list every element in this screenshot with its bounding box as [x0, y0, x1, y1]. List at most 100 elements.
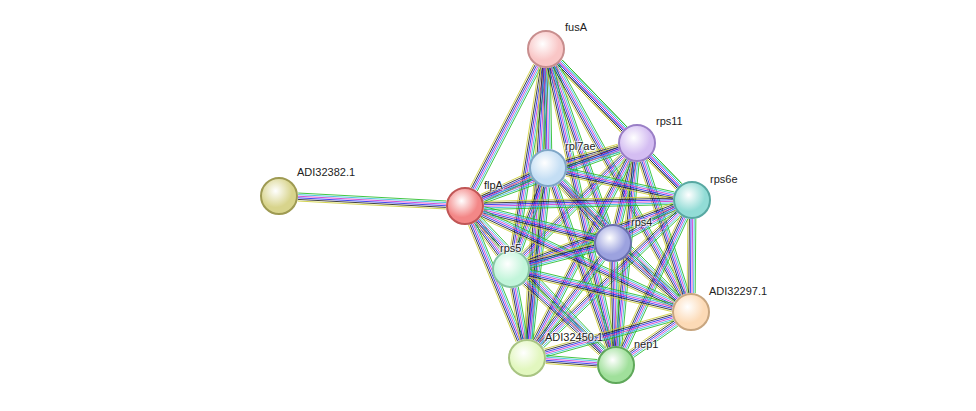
evidence-strand	[528, 206, 673, 261]
evidence-strand	[530, 273, 673, 307]
evidence-strand	[512, 288, 521, 340]
evidence-strand	[482, 147, 618, 197]
node-circle	[597, 346, 635, 384]
node-label: ADI32297.1	[709, 285, 767, 298]
evidence-strand	[690, 219, 692, 293]
node-circle	[446, 187, 484, 225]
evidence-strand	[634, 326, 678, 357]
interaction-edge	[475, 217, 606, 354]
node-label: nep1	[634, 338, 658, 351]
evidence-strand	[626, 257, 676, 301]
evidence-strand	[530, 250, 595, 267]
interaction-edge	[535, 256, 605, 345]
evidence-strand	[543, 216, 681, 348]
interaction-edge	[546, 356, 598, 368]
protein-node: fusA	[527, 30, 565, 68]
node-label: flpA	[484, 179, 503, 192]
node-label: rps5	[500, 242, 521, 255]
interaction-edge	[566, 168, 675, 200]
evidence-strand	[631, 211, 677, 236]
evidence-strand	[539, 259, 602, 344]
protein-node: ADI32450.1	[508, 339, 546, 377]
evidence-strand	[529, 245, 594, 262]
node-circle	[527, 30, 565, 68]
evidence-strand	[629, 254, 679, 298]
protein-node: rps6e	[673, 181, 711, 219]
evidence-strand	[627, 256, 677, 300]
node-label: ADI32450.1	[545, 331, 603, 344]
node-circle	[260, 177, 298, 215]
evidence-strand	[629, 320, 673, 351]
node-label: rpl7ae	[565, 140, 596, 153]
evidence-strand	[482, 175, 530, 197]
evidence-strand	[484, 180, 532, 202]
interaction-edge	[625, 253, 680, 303]
evidence-strand	[481, 172, 529, 194]
node-circle	[618, 124, 656, 162]
node-label: rps4	[631, 216, 652, 229]
evidence-strand	[538, 258, 601, 343]
evidence-strand	[695, 219, 697, 293]
evidence-strand	[567, 171, 674, 195]
evidence-strand	[536, 257, 599, 342]
evidence-strand	[528, 244, 593, 261]
evidence-strand	[632, 324, 676, 355]
interaction-edge	[528, 244, 595, 268]
node-circle	[508, 339, 546, 377]
evidence-strand	[530, 209, 675, 264]
evidence-strand	[510, 288, 519, 340]
node-label: rps11	[656, 115, 683, 128]
evidence-strand	[529, 208, 674, 263]
protein-node: rps4	[594, 224, 632, 262]
evidence-strand	[528, 279, 605, 349]
protein-node: ADI32382.1	[260, 177, 298, 215]
evidence-strand	[529, 247, 594, 264]
node-circle	[492, 250, 530, 288]
evidence-strand	[530, 270, 673, 304]
interaction-edge	[510, 287, 527, 340]
evidence-strand	[693, 219, 695, 293]
evidence-strand	[567, 170, 674, 194]
evidence-strand	[480, 218, 605, 349]
interaction-edge	[298, 193, 446, 209]
evidence-strand	[527, 280, 604, 350]
evidence-strand	[545, 315, 672, 351]
protein-node: ADI32297.1	[672, 293, 710, 331]
evidence-strand	[483, 178, 531, 200]
evidence-strand	[651, 156, 680, 186]
protein-node: rps5	[492, 250, 530, 288]
node-label: fusA	[565, 21, 587, 34]
evidence-strand	[630, 253, 680, 297]
evidence-strand	[484, 197, 673, 202]
evidence-strand	[652, 155, 681, 185]
evidence-strand	[529, 274, 672, 308]
evidence-strand	[653, 154, 682, 184]
interaction-edge	[687, 219, 696, 293]
evidence-strand	[566, 173, 673, 197]
evidence-strand	[298, 201, 446, 209]
evidence-strand	[530, 248, 595, 265]
evidence-strand	[633, 325, 677, 356]
protein-node: nep1	[597, 346, 635, 384]
node-circle	[594, 224, 632, 262]
evidence-strand	[566, 174, 673, 198]
node-circle	[673, 181, 711, 219]
node-circle	[672, 293, 710, 331]
interaction-edge	[481, 172, 533, 201]
interaction-edge	[527, 203, 675, 266]
node-circle	[529, 149, 567, 187]
protein-node: rps11	[618, 124, 656, 162]
evidence-strand	[481, 174, 529, 196]
evidence-strand	[298, 199, 446, 207]
evidence-strand	[628, 255, 678, 299]
node-label: ADI32382.1	[297, 166, 355, 179]
evidence-strand	[483, 177, 531, 199]
evidence-strand	[688, 219, 690, 293]
evidence-strand	[687, 219, 689, 293]
evidence-strand	[631, 322, 675, 353]
evidence-strand	[691, 219, 693, 293]
interaction-edge	[529, 270, 674, 312]
evidence-strand	[483, 213, 675, 303]
evidence-strand	[630, 321, 674, 352]
